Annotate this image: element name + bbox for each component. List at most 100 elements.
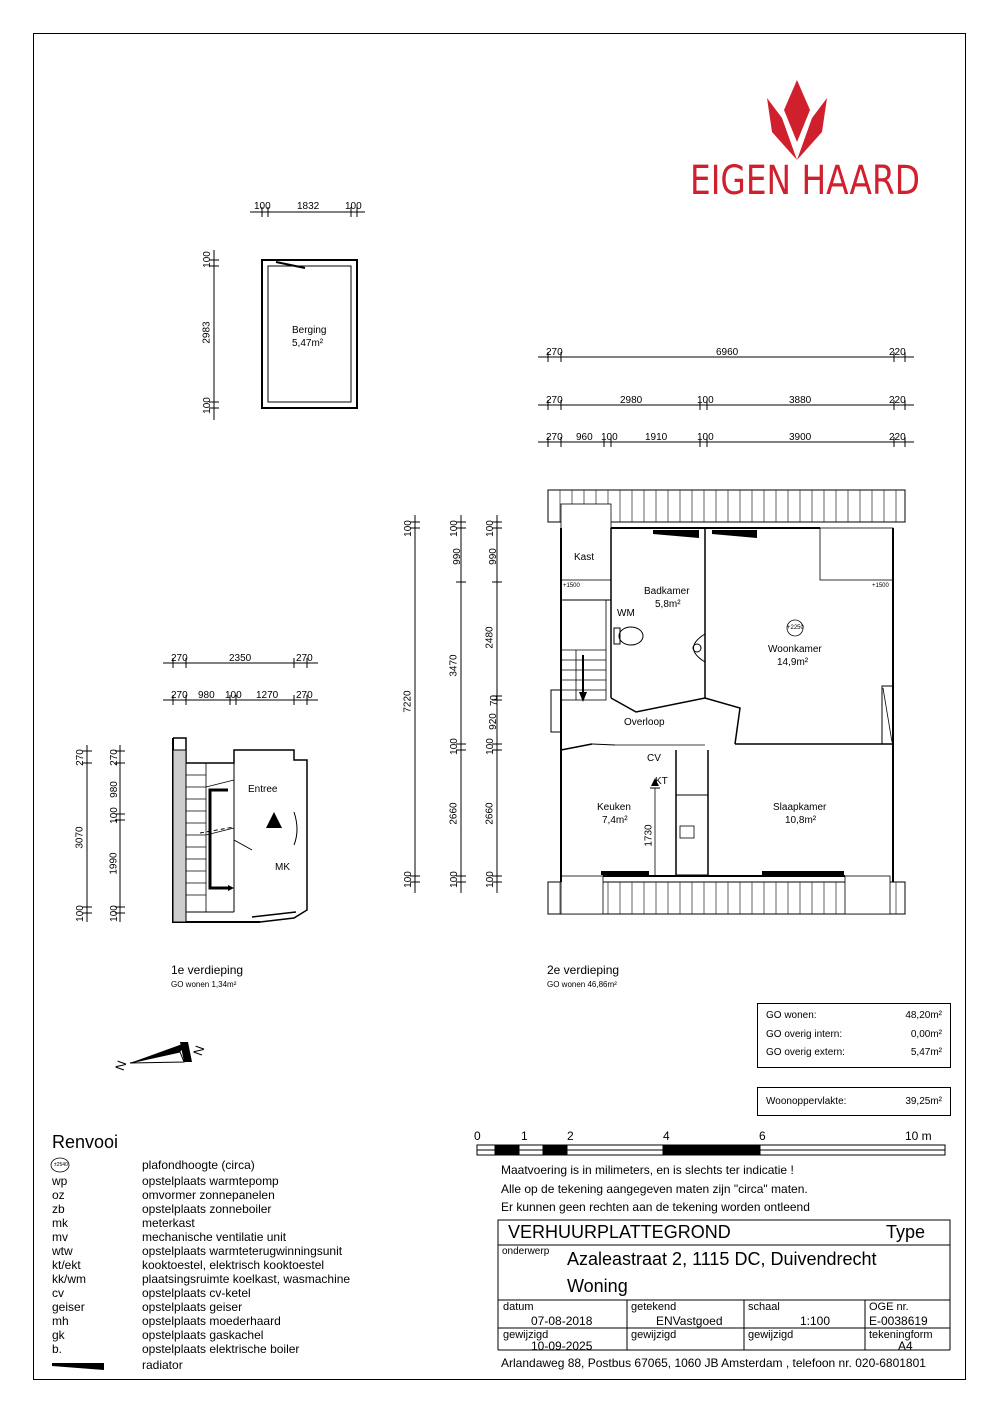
f1-dim-top1-3: 270: [296, 653, 313, 664]
f2-room-kast: Kast: [574, 552, 595, 563]
f2-room-overloop: Overloop: [624, 717, 665, 728]
f2-room-badkamer-area: 5,8m²: [655, 599, 681, 610]
drawing-sheet: [33, 33, 966, 1380]
f2-dim-top3-2: 960: [576, 432, 593, 443]
f1-dim-top2-1: 270: [171, 690, 188, 701]
north-arrow-icon: [129, 1042, 192, 1064]
f1-dim-left-inner-1: 270: [108, 749, 120, 766]
scale-tick-0: 0: [474, 1129, 481, 1143]
disclaimer-line-2: Alle op de tekening aangegeven maten zij…: [501, 1182, 808, 1196]
scale-tick-4: 4: [663, 1129, 670, 1143]
scale-tick-6: 6: [759, 1129, 766, 1143]
f1-dim-top2-3: 100: [225, 690, 242, 701]
disclaimer-line-1: Maatvoering is in milimeters, en is slec…: [501, 1163, 794, 1177]
f2-dim-v1-3: 100: [402, 871, 414, 888]
titleblock-schaal: 1:100: [800, 1314, 831, 1328]
f1-dim-left-inner-4: 1990: [108, 852, 120, 875]
f2-room-badkamer: Badkamer: [644, 586, 690, 597]
go-extern-value: 5,47m²: [910, 1047, 942, 1058]
f2-room-keuken: Keuken: [597, 802, 631, 813]
f1-dim-top1-1: 270: [171, 653, 188, 664]
f2-dim-v1-1: 100: [402, 520, 414, 537]
berging-dim-top-1: 100: [254, 201, 271, 212]
f2-caption: 2e verdieping: [547, 963, 620, 977]
f2-dim-top3-3: 100: [601, 432, 618, 443]
go-extern-label: GO overig extern:: [766, 1047, 845, 1058]
scale-tick-10: 10 m: [905, 1129, 932, 1143]
f1-dim-left-inner-3: 100: [108, 807, 120, 824]
titleblock-gewijzigd: 10-09-2025: [531, 1339, 593, 1353]
berging-dim-left-3: 100: [201, 397, 213, 414]
f2-dim-top1-2: 6960: [716, 347, 739, 358]
f2-dim-v2-4: 100: [448, 738, 460, 755]
f2-dim-v3-5: 920: [487, 713, 499, 730]
f2-room-cv: CV: [647, 753, 661, 764]
f2-dim-top3-5: 100: [697, 432, 714, 443]
f2-dim-top3-7: 220: [889, 432, 906, 443]
f2-height-mark-2: +1500: [872, 583, 889, 589]
f1-dim-left-inner-5: 100: [108, 905, 120, 922]
berging-dim-left-1: 100: [201, 251, 213, 268]
f2-area: GO wonen 46,86m²: [547, 980, 617, 989]
f1-area: GO wonen 1,34m²: [171, 980, 237, 989]
scale-tick-2: 2: [567, 1129, 574, 1143]
f2-dim-top2-4: 3880: [789, 395, 812, 406]
f1-dim-top1-2: 2350: [229, 653, 252, 664]
f2-dim-v3-3: 2480: [484, 626, 496, 649]
titleblock-subject: Woning: [567, 1276, 628, 1296]
titleblock-tekeningform: A4: [898, 1339, 913, 1353]
area-summary-box: GO wonen:48,20m² GO overig intern:0,00m²…: [757, 1003, 951, 1068]
f1-dim-top2-2: 980: [198, 690, 215, 701]
f2-room-woonkamer-area: 14,9m²: [777, 657, 809, 668]
f2-room-kt: KT: [655, 776, 668, 787]
f2-dim-v2-6: 100: [448, 871, 460, 888]
f2-room-slaapkamer-area: 10,8m²: [785, 815, 817, 826]
f1-caption: 1e verdieping: [171, 963, 244, 977]
berging-dim-top-2: 1832: [297, 201, 320, 212]
titleblock-tekeningform-label: tekeningform: [869, 1329, 933, 1341]
f1-dim-left-outer-1: 270: [74, 749, 86, 766]
titleblock-gewijzigd2-label: gewijzigd: [631, 1329, 677, 1341]
legend-radiator-icon: [52, 1363, 104, 1366]
f2-dim-top2-1: 270: [546, 395, 563, 406]
radiator-icons: [601, 530, 844, 875]
f2-dim-v2-3: 3470: [448, 654, 460, 677]
brand-name: EIGEN HAARD: [690, 158, 921, 204]
f2-dim-top2-3: 100: [697, 395, 714, 406]
f2-dim-top2-5: 220: [889, 395, 906, 406]
f2-dim-v2-1: 100: [448, 520, 460, 537]
titleblock-address: Azaleastraat 2, 1115 DC, Duivendrecht: [567, 1249, 877, 1269]
woonopp-label: Woonoppervlakte:: [766, 1096, 847, 1107]
f1-room-entree: Entree: [248, 784, 278, 795]
f2-dim-v3-4: 70: [489, 694, 501, 707]
f2-dim-v2-5: 2660: [448, 802, 460, 825]
titleblock-footer: Arlandaweg 88, Postbus 67065, 1060 JB Am…: [501, 1356, 926, 1370]
f2-height-mark-3: +2250: [787, 625, 804, 631]
berging-room-area: 5,47m²: [292, 338, 324, 349]
entrance-arrow-icon: [266, 812, 282, 828]
f2-dim-v3-7: 2660: [484, 802, 496, 825]
titleblock-onderwerp-label: onderwerp: [502, 1246, 550, 1257]
titleblock-getekend-label: getekend: [631, 1301, 677, 1313]
legend-title: Renvooi: [52, 1132, 119, 1152]
titleblock-type-label: Type: [886, 1222, 926, 1242]
titleblock-datum-label: datum: [503, 1301, 534, 1313]
titleblock-datum: 07-08-2018: [531, 1314, 593, 1328]
titleblock-gewijzigd-label: gewijzigd: [503, 1329, 549, 1341]
legend-item: radiator: [142, 1358, 183, 1372]
titleblock-oge: E-0038619: [869, 1314, 928, 1328]
f1-dim-left-outer-2: 3070: [74, 826, 86, 849]
f2-dim-v3-8: 100: [484, 871, 496, 888]
f2-room-woonkamer: Woonkamer: [768, 644, 822, 655]
legend-item: b.opstelplaats elektrische boiler: [52, 1342, 300, 1356]
titleblock-oge-label: OGE nr.: [869, 1301, 909, 1313]
